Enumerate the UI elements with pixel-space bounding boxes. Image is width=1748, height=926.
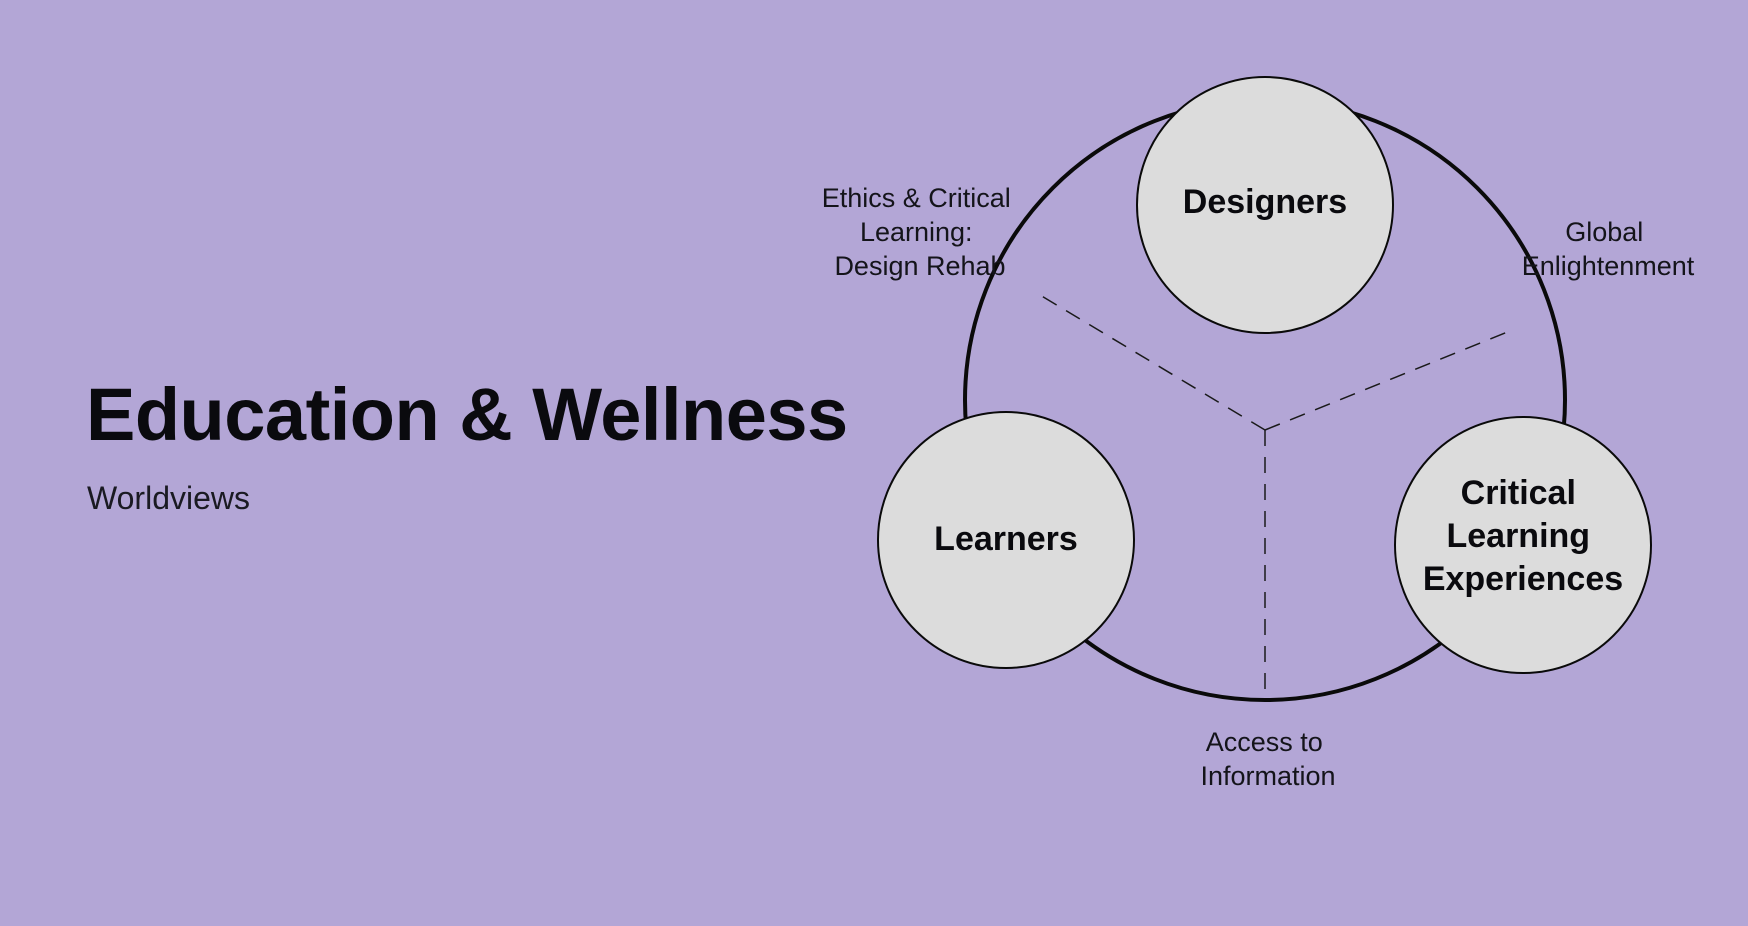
- edge-label-access-line-1: Access to: [1206, 727, 1323, 757]
- node-cle-label-line-2: Learning: [1446, 517, 1590, 555]
- edge-label-ethics-line-1: Ethics & Critical: [822, 183, 1011, 213]
- spoke-global: [1264, 328, 1516, 431]
- node-designers-label: Designers: [1183, 183, 1347, 221]
- page-title: Education & Wellness: [86, 373, 848, 456]
- spoke-ethics: [1034, 291, 1266, 431]
- edge-label-access: Access to Information: [1200, 727, 1335, 791]
- node-critical-learning-experiences[interactable]: Critical Learning Experiences: [1394, 416, 1652, 674]
- node-critical-learning-experiences-circle: [1394, 416, 1652, 674]
- edge-label-ethics: Ethics & Critical Learning: Design Rehab: [822, 183, 1019, 281]
- node-designers-circle: [1136, 76, 1394, 334]
- node-learners-label: Learners: [934, 520, 1078, 558]
- node-cle-label-line-1: Critical: [1461, 474, 1576, 512]
- edge-label-global-line-1: Global: [1565, 217, 1643, 247]
- svg-text:Designers: Designers: [1183, 183, 1347, 221]
- edge-label-ethics-line-3: Design Rehab: [834, 251, 1005, 281]
- svg-text:Critical Learning: Critical Learning Experiences: [1423, 474, 1623, 598]
- edge-label-global-line-2: Enlightenment: [1522, 251, 1695, 281]
- svg-text:Learners: Learners: [934, 520, 1078, 558]
- node-designers[interactable]: Designers: [1136, 76, 1394, 334]
- edge-label-ethics-line-2: Learning:: [860, 217, 973, 247]
- node-learners-circle: [877, 411, 1135, 669]
- edge-label-global: Global Enlightenment: [1522, 217, 1695, 281]
- edge-label-access-line-2: Information: [1200, 761, 1335, 791]
- dashed-spokes: [1034, 291, 1516, 697]
- page-subtitle: Worldviews: [87, 480, 250, 516]
- node-cle-label-line-3: Experiences: [1423, 560, 1623, 598]
- node-learners[interactable]: Learners: [877, 411, 1135, 669]
